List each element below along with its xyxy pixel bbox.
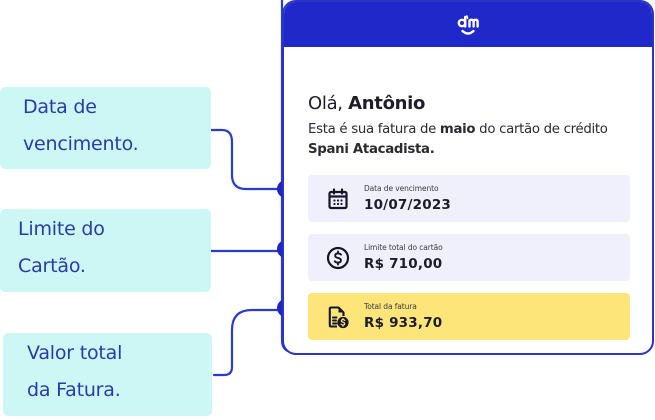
card-limit-value: R$ 710,00 [364, 256, 443, 272]
phone-screen: Olá, Antônio Esta é sua fatura de maio d… [282, 0, 654, 355]
callout-due-date: Data de vencimento. [0, 87, 211, 169]
invoice-dollar-icon [328, 305, 349, 328]
due-date-card: Data de vencimento 10/07/2023 [308, 175, 630, 222]
greeting-title: Olá, Antônio [308, 93, 652, 114]
app-header [284, 2, 652, 47]
callout-card-limit-line1: Limite do [18, 218, 105, 240]
calendar-icon [328, 187, 348, 209]
invoice-total-value: R$ 933,70 [364, 315, 443, 331]
due-date-label: Data de vencimento [364, 184, 439, 193]
invoice-total-card: Total da fatura R$ 933,70 [308, 293, 630, 340]
callout-invoice-total-line2: da Fatura. [27, 379, 121, 401]
greeting-prefix: Olá, [308, 93, 349, 114]
subtitle-store: Spani Atacadista. [308, 142, 435, 157]
callout-invoice-total-line1: Valor total [27, 342, 123, 364]
dollar-circle-icon [326, 246, 350, 269]
subtitle-part2: do cartão de crédito [475, 122, 608, 137]
callout-invoice-total: Valor total da Fatura. [3, 333, 212, 416]
callout-due-date-line1: Data de [23, 96, 97, 118]
invoice-total-label: Total da fatura [364, 302, 417, 311]
subtitle-month: maio [439, 122, 476, 137]
card-limit-label: Limite total do cartão [364, 243, 443, 252]
subtitle-part1: Esta é sua fatura de [308, 122, 440, 137]
callout-card-limit-line2: Cartão. [18, 255, 86, 277]
dm-smile-logo-icon [457, 14, 479, 35]
due-date-value: 10/07/2023 [364, 197, 452, 213]
callout-card-limit: Limite do Cartão. [0, 209, 211, 292]
callout-due-date-line2: vencimento. [23, 133, 139, 155]
invoice-subtitle: Esta é sua fatura de maio do cartão de c… [308, 120, 638, 160]
connector-total [212, 308, 284, 377]
card-limit-card: Limite total do cartão R$ 710,00 [308, 234, 630, 281]
greeting-name: Antônio [348, 93, 426, 114]
app-body: Olá, Antônio Esta é sua fatura de maio d… [284, 93, 652, 160]
connector-due-date [209, 128, 284, 191]
